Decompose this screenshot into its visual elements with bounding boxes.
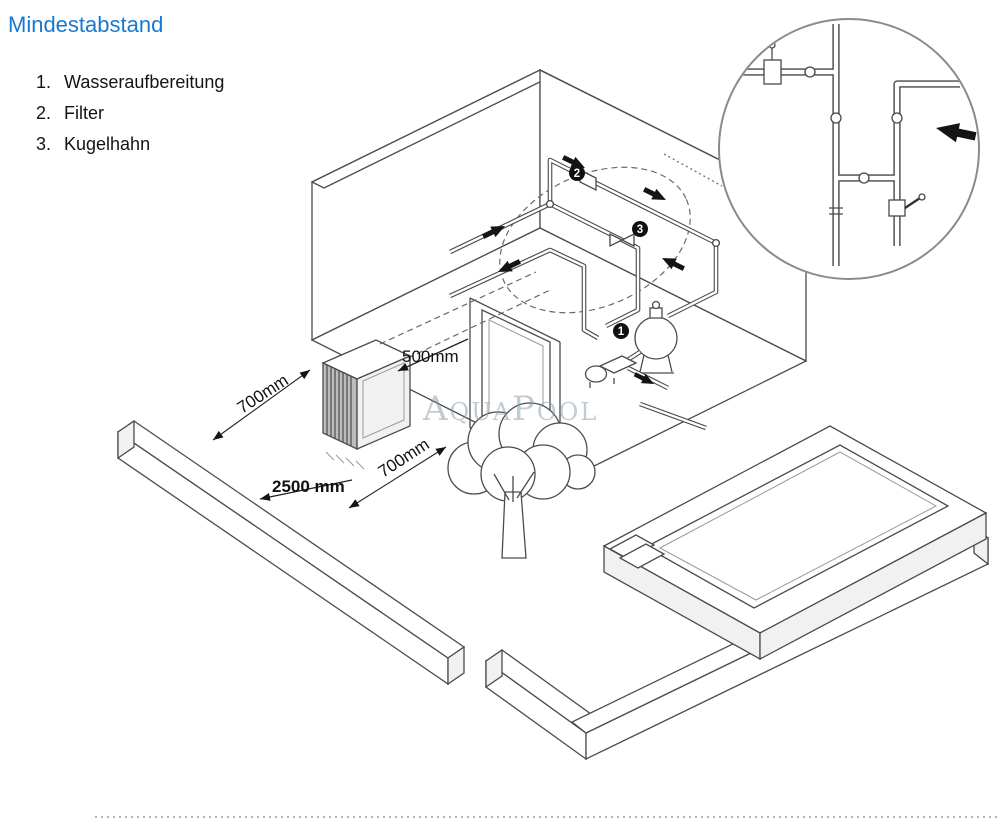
legend-item-number: 3. [36,134,52,154]
dimension-700-side: 700mm [210,366,313,444]
pipe-union [804,66,816,78]
door-frame [469,297,561,473]
legend-item-label: Kugelhahn [64,134,151,154]
pool-step-1 [608,534,656,560]
filter-valve-head [649,307,663,319]
legend-item-label: Filter [64,103,104,123]
watermark-text: AquaPool [422,389,598,429]
duct-line-2 [407,289,551,359]
pool [602,425,988,661]
dimension-500: 500mm [396,338,469,375]
dim-arrowhead [259,493,271,503]
heat-pump-grille-slats [326,365,352,446]
callout-2-number: 2 [574,168,580,180]
dim-line-500 [397,338,469,372]
legend-item-label: Wasseraufbereitung [64,72,225,92]
dim-label-700-side: 700mm [234,371,292,418]
legend-item: 1. Wasseraufbereitung [36,72,224,93]
dimension-2500: 2500 mm [259,477,353,503]
dim-arrowhead [435,443,449,456]
loose-pipe-fill [639,402,707,430]
pipe-union [891,112,903,124]
pipe-joint [711,238,721,248]
legend-item-number: 2. [36,103,52,123]
tree [447,402,596,559]
detail-ball-valve-knob [918,193,926,201]
legend-item: 2. Filter [36,103,224,124]
dashed-duct-lines [379,153,723,359]
dim-line-700-side [212,369,311,441]
heat-pump [321,339,412,470]
flow-arrow [720,27,758,54]
callout-1-number: 1 [618,326,625,338]
pool-deck-front-right [759,511,987,661]
dim-label-500: 500mm [402,347,459,366]
filter-stand [638,354,674,374]
dim-label-700-front: 700mm [375,435,433,482]
machine-room [310,68,819,475]
airflow-dashed-ellipse [499,166,691,314]
yard-wall-left-cap2 [117,419,135,460]
heat-pump-grille-face [322,361,358,451]
pump-motor [584,365,608,383]
pipe-union [830,112,842,124]
heat-pump-side-panel [362,362,405,439]
detail-callout-content [720,24,978,266]
dim-line-2500 [259,479,353,500]
callout-marker-3: 3 [632,221,648,237]
legend-list: 1. Wasseraufbereitung 2. Filter 3. Kugelhah… [36,72,224,165]
pool-ledge-line [658,451,938,601]
detail-pipes-fill [720,24,960,266]
ball-valve [609,232,635,248]
callout-marker-2: 2 [569,165,585,181]
yard-wall-left-cap [447,645,465,686]
pool-water [644,444,950,609]
callout-marker-1: 1 [613,323,629,339]
heat-pump-side [356,355,411,450]
detail-ball-valve [888,199,906,217]
legend-item: 3. Kugelhahn [36,134,224,155]
dim-line-700-front [348,446,447,509]
pump-body [598,355,638,374]
pipe-union [858,172,870,184]
dim-arrowhead [299,366,313,380]
sand-filter-tank [634,316,678,360]
dim-label-2500: 2500 mm [272,477,345,496]
dim-arrowhead [346,499,360,512]
dim-arrowhead [210,430,224,444]
pipe-flange [829,207,843,215]
detail-valve [763,59,782,85]
tree-branches [493,471,535,502]
detail-ball-valve-handle [904,197,921,209]
callout-leader [663,153,723,187]
heat-pump-shadow [325,451,365,470]
tree-trunk [501,491,527,559]
duct-line-1 [379,271,537,345]
pump-feet [589,378,615,388]
callout-3-number: 3 [637,224,643,236]
pipe-joint [545,199,555,209]
filter-valve-knob [651,300,661,310]
pool-step-2 [618,543,666,569]
detail-callout [718,18,980,280]
page-title: Mindestabstand [8,12,164,37]
yard-wall-front-cap [485,648,503,689]
detail-callout-circle [718,18,980,280]
legend-item-number: 1. [36,72,52,92]
tree-canopy [447,402,596,502]
